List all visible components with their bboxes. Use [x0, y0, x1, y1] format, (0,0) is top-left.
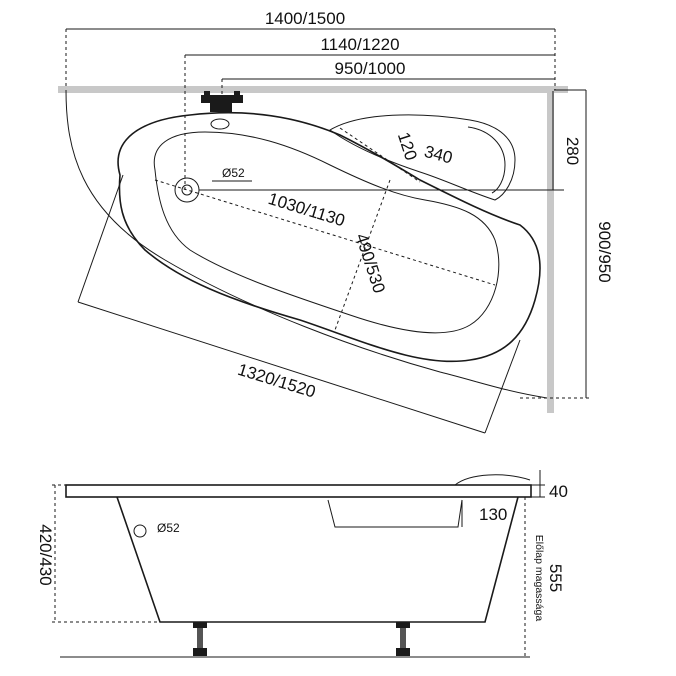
headrest-inner — [467, 126, 506, 194]
tub-rim — [117, 111, 541, 363]
mid-width-label: 1140/1220 — [320, 35, 399, 54]
top-view: 1400/1500 1140/1220 950/1000 280 900/950… — [58, 9, 614, 434]
headrest-small-label: 120 — [394, 130, 421, 163]
back-wall — [58, 86, 568, 93]
rim — [65, 484, 532, 498]
inner-width-line — [334, 179, 391, 331]
inner-width-label: 950/1000 — [335, 59, 406, 78]
headrest-profile — [454, 474, 531, 486]
overflow-icon — [210, 118, 230, 130]
tub-basin — [153, 131, 500, 334]
side-wall — [547, 86, 554, 413]
front-length-dimension — [77, 174, 521, 434]
leg-right — [396, 622, 410, 656]
leg-left — [193, 622, 207, 656]
faucet-icon — [201, 91, 243, 112]
total-height-label: 420/430 — [36, 524, 55, 585]
step-height-label: 130 — [479, 505, 507, 524]
drain-icon — [174, 177, 200, 203]
side-drain-icon — [133, 524, 147, 538]
overall-width-label: 1400/1500 — [265, 9, 345, 28]
tub-body — [116, 496, 519, 623]
drain-label: Ø52 — [222, 166, 245, 180]
top-dimension-lines — [65, 28, 556, 190]
inner-width-diag-label: 490/530 — [352, 231, 389, 295]
depth-label: 900/950 — [595, 221, 614, 282]
side-view: 420/430 40 130 Ø52 555 Előlap magassága — [36, 470, 568, 658]
headrest-len-label: 340 — [422, 142, 454, 168]
inner-length-label: 1030/1130 — [266, 189, 347, 230]
rim-height-label: 40 — [549, 482, 568, 501]
front-panel-caption: Előlap magassága — [533, 535, 545, 622]
front-panel-height-label: 555 — [546, 564, 565, 592]
headrest-depth-label: 280 — [563, 137, 582, 165]
inner-step — [327, 499, 463, 528]
inner-length-line — [154, 179, 496, 286]
headrest — [329, 114, 516, 201]
tub-outer-contour — [65, 89, 548, 399]
side-drain-label: Ø52 — [157, 521, 180, 535]
